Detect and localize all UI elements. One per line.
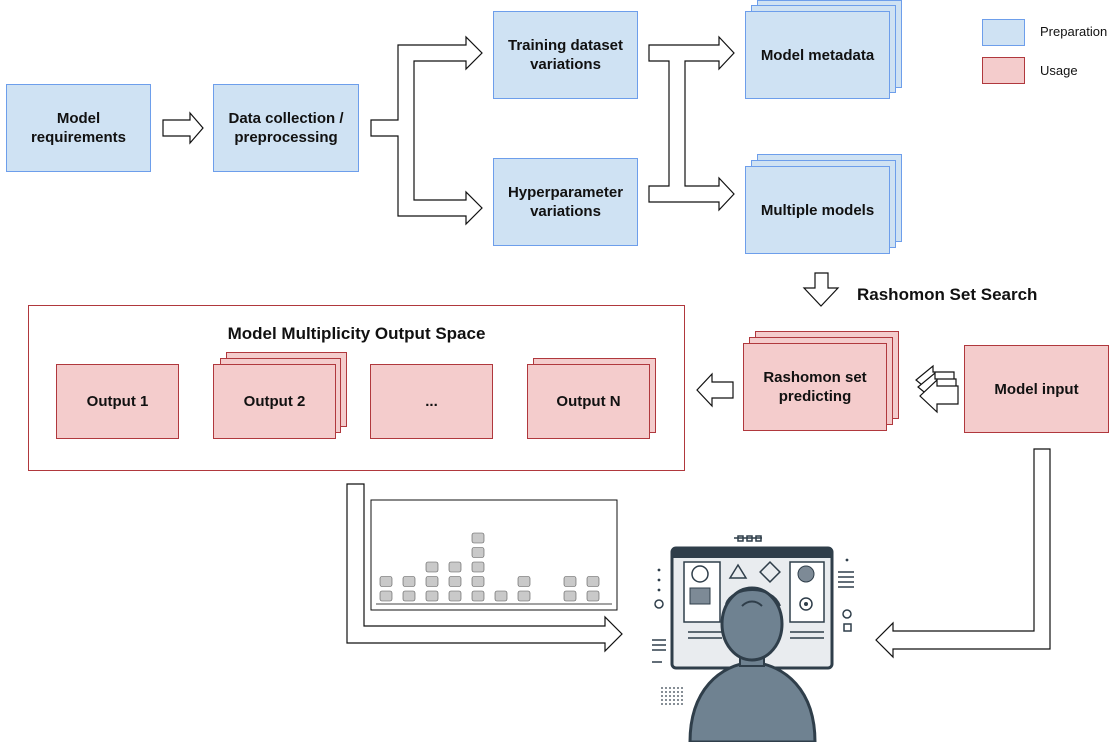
robot-icon [586,576,600,587]
arrow-requirements-to-data [162,111,204,145]
robot-icon [425,576,439,587]
robot-icon [471,576,485,587]
arrow-variations-to-outputs [648,35,735,212]
robot-icon [448,561,462,573]
legend-label-preparation: Preparation [1040,24,1108,39]
training-variations-box: Training dataset variations [493,11,638,99]
robot-icon [471,590,485,602]
output-space-title: Model Multiplicity Output Space [227,324,486,343]
model-requirements-box: Model requirements [6,84,151,172]
arrow-data-to-variations [370,35,483,226]
robot-icon [425,561,439,573]
robot-icon [471,547,485,558]
hyperparameter-variations-box: Hyperparameter variations [493,158,638,246]
robot-icon [379,590,393,602]
robot-icon [471,561,485,573]
robot-icon [586,590,600,602]
arrow-input-to-predict [919,378,959,414]
robot-icon [471,532,485,544]
robot-icon [425,590,439,602]
rashomon-search-label: Rashomon Set Search [857,285,1038,304]
arrow-outputs-to-user [346,483,623,653]
legend-swatch-preparation [982,19,1025,46]
prediction-distribution-chart [370,499,618,611]
legend-swatch-usage [982,57,1025,84]
user-at-monitor-illustration [652,535,854,742]
output-box: ... [370,364,493,439]
robot-icon [448,576,462,587]
arrow-search-down [802,272,840,307]
robot-icon [563,590,577,602]
rashomon-predicting-box: Rashomon set predicting [743,343,887,431]
robot-icon [494,590,508,602]
multiple-models-box: Multiple models [745,166,890,254]
output-box: Output N [527,364,650,439]
robot-icon [563,576,577,587]
output-box: Output 1 [56,364,179,439]
robot-icon [379,576,393,587]
model-metadata-box: Model metadata [745,11,890,99]
data-collection-box: Data collection / preprocessing [213,84,359,172]
arrow-input-to-user [875,448,1051,659]
arrow-predict-to-outputs [696,372,734,408]
robot-icon [448,590,462,602]
robot-icon [402,576,416,587]
legend-label-usage: Usage [1040,63,1078,78]
robot-icon [402,590,416,602]
output-space-container [28,305,685,471]
robot-icon [517,576,531,587]
output-box: Output 2 [213,364,336,439]
robot-icon [517,590,531,602]
model-input-box: Model input [964,345,1109,433]
